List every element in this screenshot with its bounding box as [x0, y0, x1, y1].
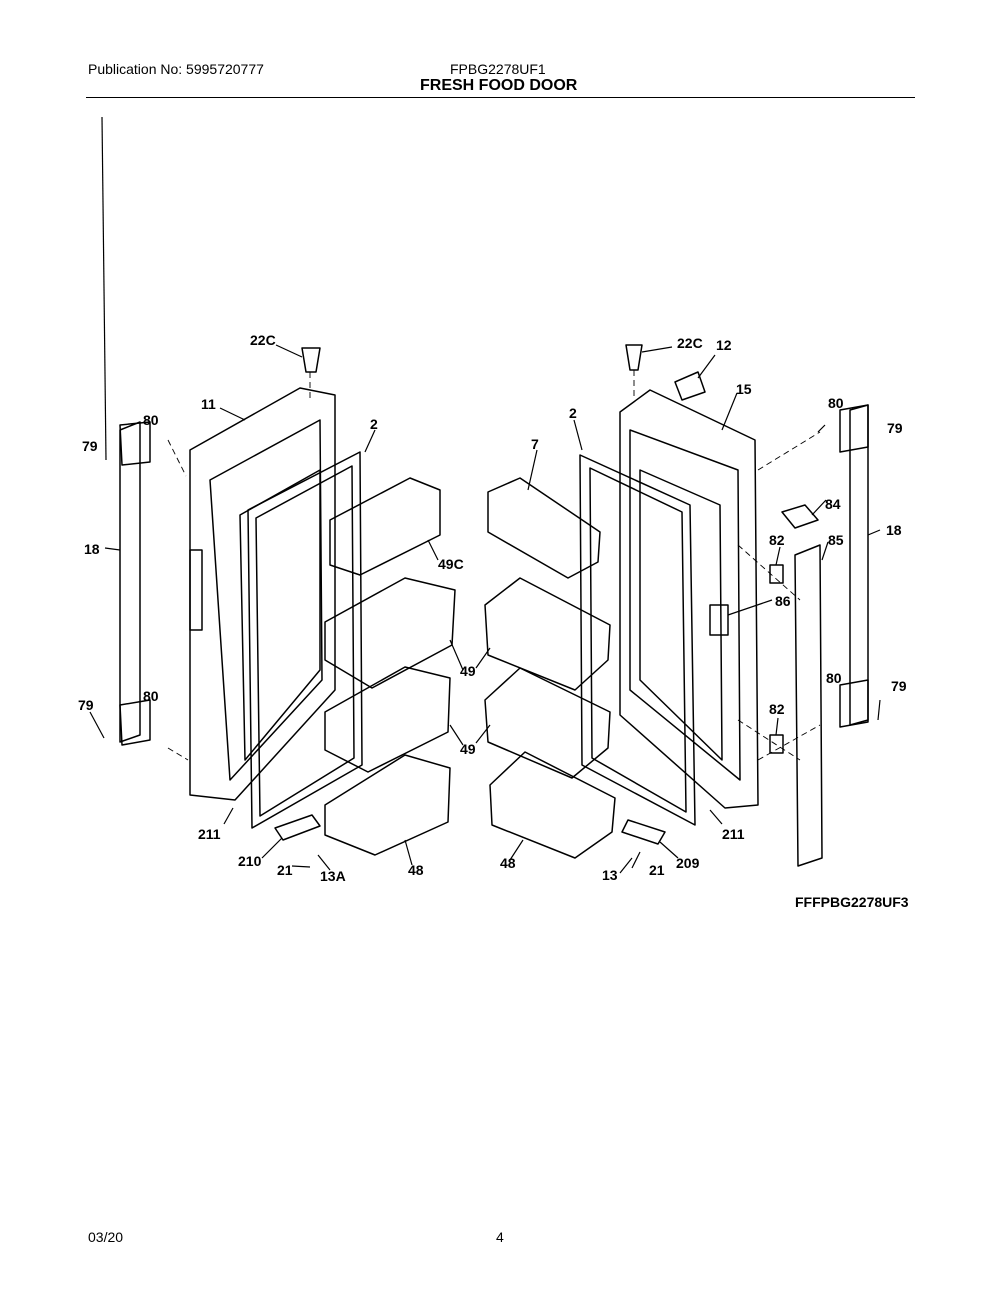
right-door-gasket — [579, 454, 696, 826]
callout-80-bottom-right: 80 — [826, 670, 842, 686]
callout-13a: 13A — [320, 868, 346, 884]
stop-block-lower — [769, 734, 784, 754]
right-door-handle — [839, 404, 869, 728]
callout-7: 7 — [531, 436, 539, 452]
callout-49-bottom: 49 — [460, 741, 476, 757]
callout-13: 13 — [602, 867, 618, 883]
figure-id: FFFPBG2278UF3 — [795, 894, 909, 910]
left-door-handle — [119, 421, 151, 746]
callout-80-top-left: 80 — [143, 412, 159, 428]
callout-209: 209 — [676, 855, 700, 871]
left-bin-49-upper — [324, 577, 456, 689]
callout-84: 84 — [825, 496, 841, 512]
callout-21-right: 21 — [649, 862, 665, 878]
callout-79-top-right: 79 — [887, 420, 903, 436]
callout-2-right: 2 — [569, 405, 577, 421]
right-bottom-hinge — [621, 819, 666, 845]
callout-12: 12 — [716, 337, 732, 353]
callout-211-right: 211 — [722, 826, 745, 842]
control-module — [709, 604, 729, 636]
left-bin-48 — [324, 754, 451, 856]
stop-block-upper — [769, 564, 784, 584]
callout-21-left: 21 — [277, 862, 293, 878]
door-trim-strip — [794, 544, 823, 867]
callout-22c-left: 22C — [250, 332, 276, 348]
callout-86: 86 — [775, 593, 791, 609]
callout-48-left: 48 — [408, 862, 424, 878]
right-bin-49-upper — [484, 577, 611, 691]
page-title: FRESH FOOD DOOR — [420, 77, 578, 94]
callout-18-left: 18 — [84, 541, 100, 557]
left-bin-49c — [329, 477, 441, 576]
top-left-cap — [301, 347, 321, 373]
label-part — [674, 371, 706, 401]
callout-80-bottom-left: 80 — [143, 688, 159, 704]
model-number: FPBG2278UF1 — [450, 61, 546, 77]
callout-82-bottom: 82 — [769, 701, 785, 717]
page-number: 4 — [496, 1229, 504, 1245]
bracket-part — [781, 504, 819, 529]
top-right-cap — [625, 344, 643, 371]
callout-80-top-right: 80 — [828, 395, 844, 411]
left-door-panel — [189, 387, 336, 801]
right-door-panel — [619, 389, 759, 809]
callout-22c-right: 22C — [677, 335, 703, 351]
callout-79-bottom-left: 79 — [78, 697, 94, 713]
callout-79-bottom-right: 79 — [891, 678, 907, 694]
left-bin-49-lower — [324, 666, 451, 773]
header-rule — [86, 97, 915, 98]
left-bottom-hinge — [274, 814, 321, 841]
callout-2-left: 2 — [370, 416, 378, 432]
callout-85: 85 — [828, 532, 844, 548]
callout-18-right: 18 — [886, 522, 902, 538]
callout-79-top-left: 79 — [82, 438, 98, 454]
callout-82-top: 82 — [769, 532, 785, 548]
callout-49-top: 49 — [460, 663, 476, 679]
callout-49c: 49C — [438, 556, 464, 572]
right-bin-49-lower — [484, 667, 611, 779]
callout-211-left: 211 — [198, 826, 221, 842]
callout-210: 210 — [238, 853, 262, 869]
footer-date: 03/20 — [88, 1229, 124, 1245]
publication-number: Publication No: 5995720777 — [88, 61, 264, 77]
right-bin-48 — [489, 751, 616, 859]
left-door-gasket — [247, 451, 363, 829]
callout-48-right: 48 — [500, 855, 516, 871]
callout-11: 11 — [201, 396, 216, 412]
right-bin-7 — [487, 477, 601, 579]
callout-15: 15 — [736, 381, 752, 397]
